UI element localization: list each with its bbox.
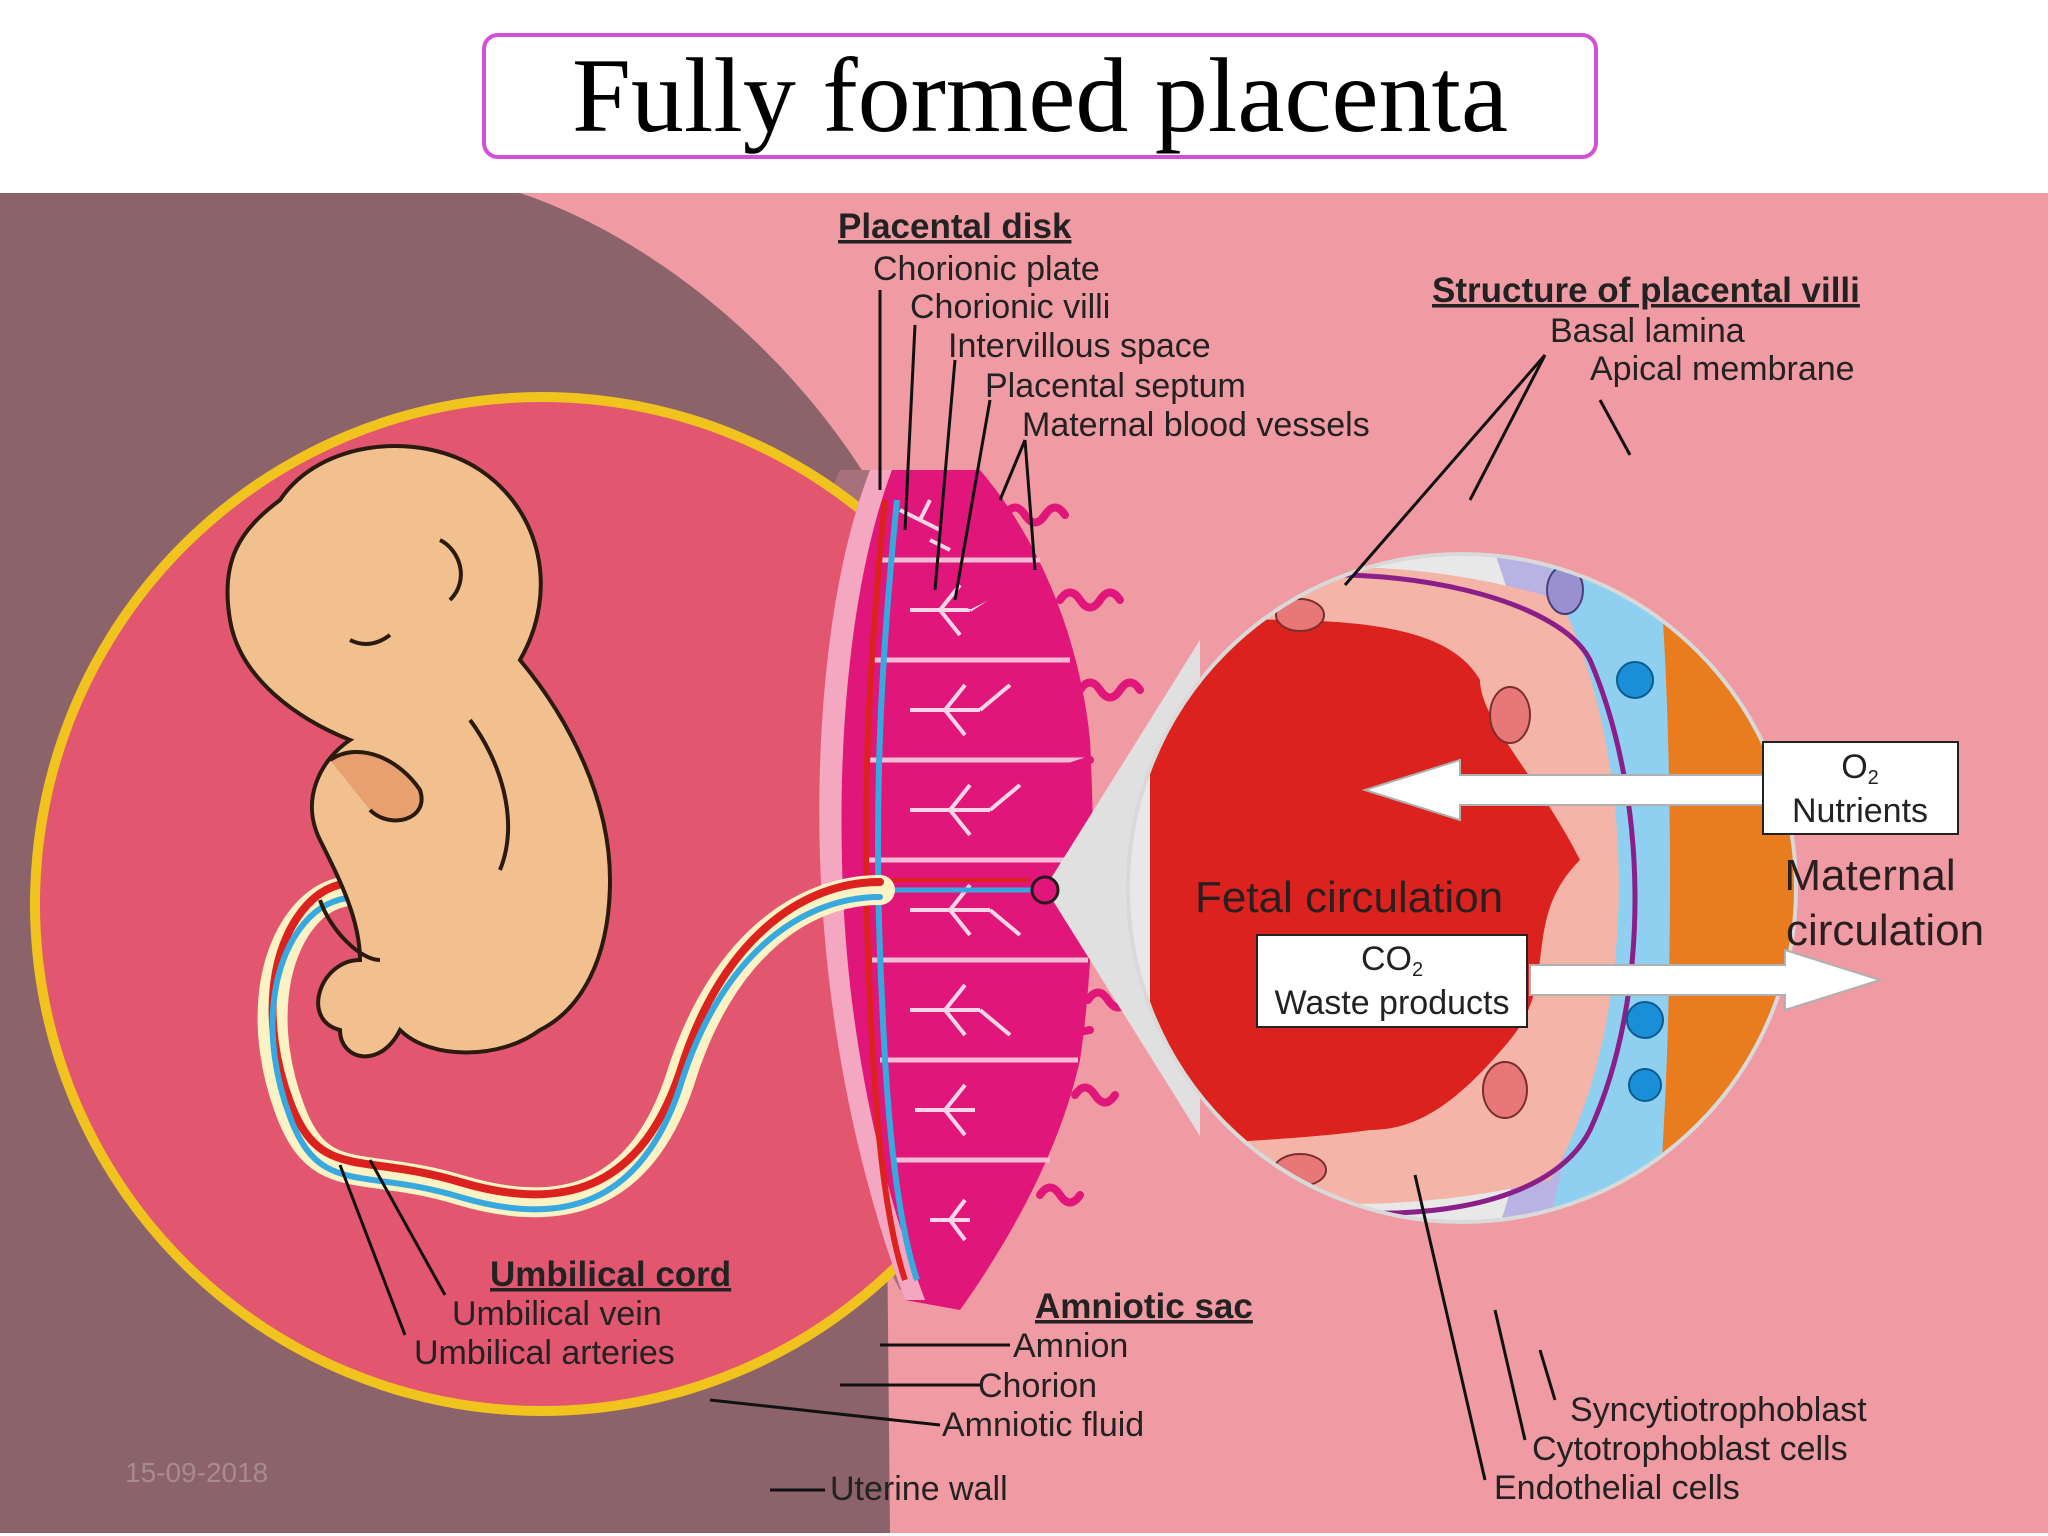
syncytiotrophoblast-layer [1430,554,1670,1222]
umbilical-arteries-label: Umbilical arteries [414,1334,675,1372]
cytotrophoblast-label: Cytotrophoblast cells [1532,1430,1848,1468]
o2-text: Nutrients [1792,792,1928,830]
placental-disk-heading: Placental disk [838,207,1072,246]
chorionic-plate [819,470,925,1300]
maternal-circulation-label-2: circulation [1786,906,1984,955]
chorionic-plate-label: Chorionic plate [873,250,1100,288]
intervillous-space-label: Intervillous space [948,327,1211,365]
placental-septum-label: Placental septum [985,367,1246,405]
basal-lamina-label: Basal lamina [1550,312,1745,350]
syncytiotrophoblast-label: Syncytiotrophoblast [1570,1391,1867,1429]
maternal-blood-vessels-label: Maternal blood vessels [1022,406,1370,444]
placental-fetal-vessels [862,499,1040,1281]
umbilical-vein-label: Umbilical vein [452,1295,662,1333]
co2-gas: CO [1361,940,1412,978]
uterine-wall-label: Uterine wall [830,1470,1008,1508]
co2-text: Waste products [1275,984,1510,1022]
amnion-label: Amnion [1013,1327,1128,1365]
endothelial-cells-label: Endothelial cells [1494,1469,1740,1507]
amniotic-sac-heading: Amniotic sac [1035,1287,1253,1326]
co2-subscript: 2 [1412,959,1423,981]
maternal-circulation-label-1: Maternal [1784,851,1955,900]
umbilical-cord-heading: Umbilical cord [490,1255,731,1294]
chorionic-villi [899,499,1022,1242]
svg-text:O2: O2 [1841,748,1879,789]
fetus [225,444,613,1059]
villi-structure-heading: Structure of placental villi [1432,271,1860,310]
title-box: Fully formed placenta [482,33,1598,159]
chorion-label: Chorion [978,1367,1097,1405]
co2-box [1256,934,1528,1028]
page-title: Fully formed placenta [571,37,1509,154]
leader-lines [338,290,1632,1492]
apical-membrane-label: Apical membrane [1590,350,1855,388]
o2-box [1762,741,1959,835]
waste-arrow [1529,948,1884,1012]
amniotic-fluid-label: Amniotic fluid [942,1406,1144,1444]
umbilical-cord [257,875,895,1218]
o2-subscript: 2 [1868,767,1879,789]
villus-zoom-border [1126,552,1798,1224]
maternal-blood-region [1620,554,1796,1222]
basal-lamina [1249,572,1638,1216]
placental-septa [868,557,1090,1163]
syncytiotrophoblast-nuclei [1616,661,1664,1102]
chorionic-villi-label: Chorionic villi [910,288,1110,326]
fetal-circulation-label: Fetal circulation [1195,873,1503,922]
date-stamp: 15-09-2018 [125,1457,268,1488]
svg-text:CO2: CO2 [1361,940,1423,981]
o2-gas: O [1841,748,1867,786]
zoom-origin [1030,875,1060,905]
